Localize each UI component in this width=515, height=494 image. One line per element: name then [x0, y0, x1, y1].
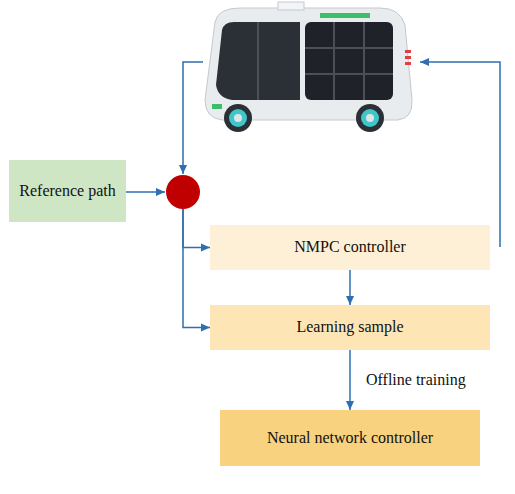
feedback-wires [125, 62, 500, 247]
edge-label: Offline training [364, 371, 468, 389]
connector-arrow [183, 209, 210, 328]
box-label: NMPC controller [294, 238, 406, 256]
controller-box: NMPC controller [210, 225, 490, 270]
box-label: Learning sample [296, 318, 403, 336]
connector-arrow [349, 270, 351, 305]
bus-illustration [205, 2, 412, 132]
sample-box: Learning sample [210, 305, 490, 350]
connector-arrow [183, 209, 210, 248]
summing-junction [166, 175, 200, 209]
input-box: Reference path [9, 160, 126, 222]
box-label: Reference path [19, 182, 115, 200]
network-box: Neural network controller [220, 410, 480, 466]
box-label: Neural network controller [267, 429, 433, 447]
connector-arrow [349, 350, 351, 410]
